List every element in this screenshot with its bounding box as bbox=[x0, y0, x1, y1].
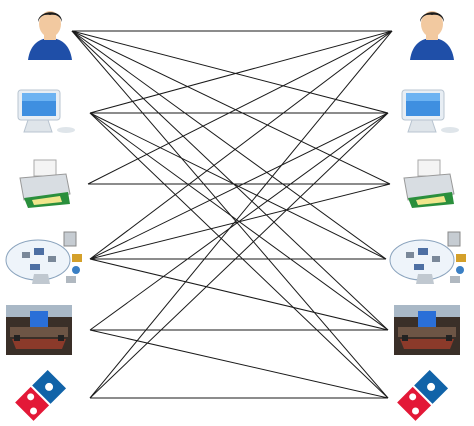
printer-icon bbox=[19, 159, 71, 208]
right-user-node bbox=[410, 11, 454, 60]
dominos-pizza-logo-icon bbox=[12, 367, 69, 424]
connection-line-L4-R1 bbox=[89, 112, 389, 331]
user-icon bbox=[28, 11, 72, 60]
connection-lines bbox=[71, 30, 393, 399]
right-printer-node bbox=[403, 159, 455, 208]
conference-room-icon bbox=[6, 305, 72, 355]
right-network-node bbox=[389, 231, 466, 284]
network-cloud-icon bbox=[5, 231, 82, 284]
connection-line-L3-R4 bbox=[89, 258, 389, 331]
connection-line-L0-R2 bbox=[71, 30, 391, 185]
right-computer-node bbox=[401, 89, 459, 133]
imac-computer-icon bbox=[401, 89, 459, 133]
right-dominos-node bbox=[394, 367, 451, 424]
left-conference-node bbox=[6, 305, 72, 355]
left-dominos-node bbox=[12, 367, 69, 424]
left-network-node bbox=[5, 231, 82, 284]
imac-computer-icon bbox=[17, 89, 75, 133]
left-computer-node bbox=[17, 89, 75, 133]
right-conference-node bbox=[394, 305, 460, 355]
connection-line-L0-R3 bbox=[71, 30, 387, 260]
left-user-node bbox=[28, 11, 72, 60]
network-cloud-icon bbox=[389, 231, 466, 284]
conference-room-icon bbox=[394, 305, 460, 355]
connection-line-L3-R2 bbox=[89, 183, 391, 260]
connection-line-L2-R0 bbox=[87, 30, 393, 185]
connection-line-L5-R1 bbox=[89, 112, 389, 399]
connection-line-L1-R0 bbox=[89, 30, 393, 114]
connection-line-L4-R5 bbox=[89, 329, 389, 399]
dominos-pizza-logo-icon bbox=[394, 367, 451, 424]
connection-line-L5-R0 bbox=[89, 30, 393, 399]
connection-line-L0-R4 bbox=[71, 30, 389, 331]
connection-line-L3-R1 bbox=[89, 112, 389, 260]
left-printer-node bbox=[19, 159, 71, 208]
user-icon bbox=[410, 11, 454, 60]
connection-line-L0-R1 bbox=[71, 30, 389, 114]
printer-icon bbox=[403, 159, 455, 208]
connection-line-L3-R0 bbox=[89, 30, 393, 260]
